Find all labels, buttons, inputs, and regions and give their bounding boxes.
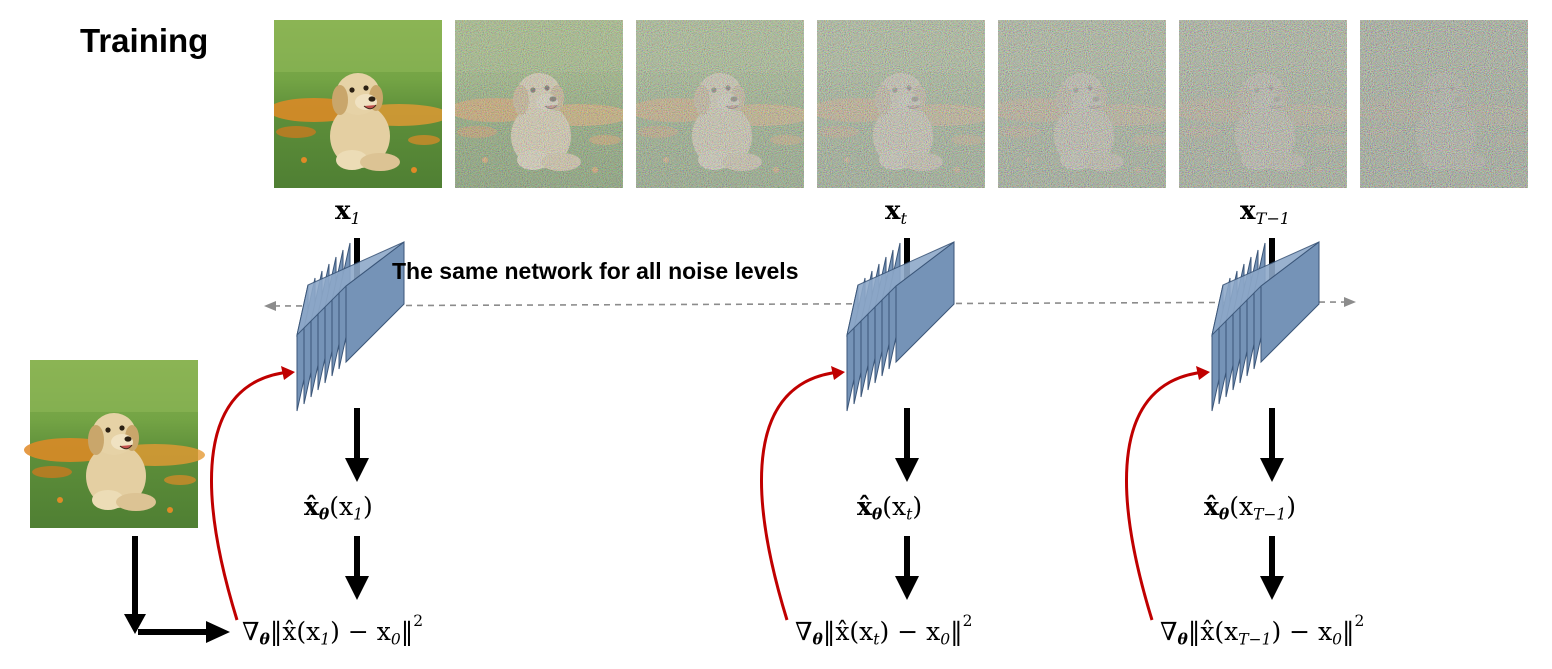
column-x1: [212, 238, 404, 620]
noisy-image-1: [449, 20, 630, 188]
prediction-x1: x̂θ(x1): [304, 494, 373, 523]
loss-xT-minus-1: ∇θ‖x̂(xT−1) − x0‖2: [1160, 614, 1364, 648]
column-xT-minus-1: [1127, 238, 1319, 620]
noisy-image-5: [1173, 20, 1354, 188]
label-xt: xt: [885, 198, 907, 227]
label-x1: x1: [335, 198, 361, 227]
label-xT-minus-1: xT−1: [1240, 198, 1290, 227]
diagram-title: Training: [80, 24, 208, 57]
noisy-image-4: [992, 20, 1173, 188]
prediction-xt: x̂θ(xt): [857, 494, 922, 523]
denoising-network-xT-minus-1: [1212, 242, 1319, 411]
noisy-image-6: [1354, 20, 1535, 188]
loss-xt: ∇θ‖x̂(xt) − x0‖2: [795, 614, 972, 648]
noisy-image-0: [268, 20, 449, 188]
network-caption: The same network for all noise levels: [392, 260, 799, 283]
prediction-xT-minus-1: x̂θ(xT−1): [1204, 494, 1296, 523]
clean-image-x0: [24, 360, 205, 528]
x0-to-loss-arrow: [124, 536, 230, 643]
noisy-image-3: [811, 20, 992, 188]
loss-x1: ∇θ‖x̂(x1) − x0‖2: [242, 614, 423, 648]
column-xt: [762, 238, 954, 620]
denoising-network-xt: [847, 242, 954, 411]
denoising-network-x1: [297, 242, 404, 411]
noisy-image-strip: [268, 20, 1535, 188]
shared-network-dashed-line: [264, 297, 1356, 311]
noisy-image-2: [630, 20, 811, 188]
